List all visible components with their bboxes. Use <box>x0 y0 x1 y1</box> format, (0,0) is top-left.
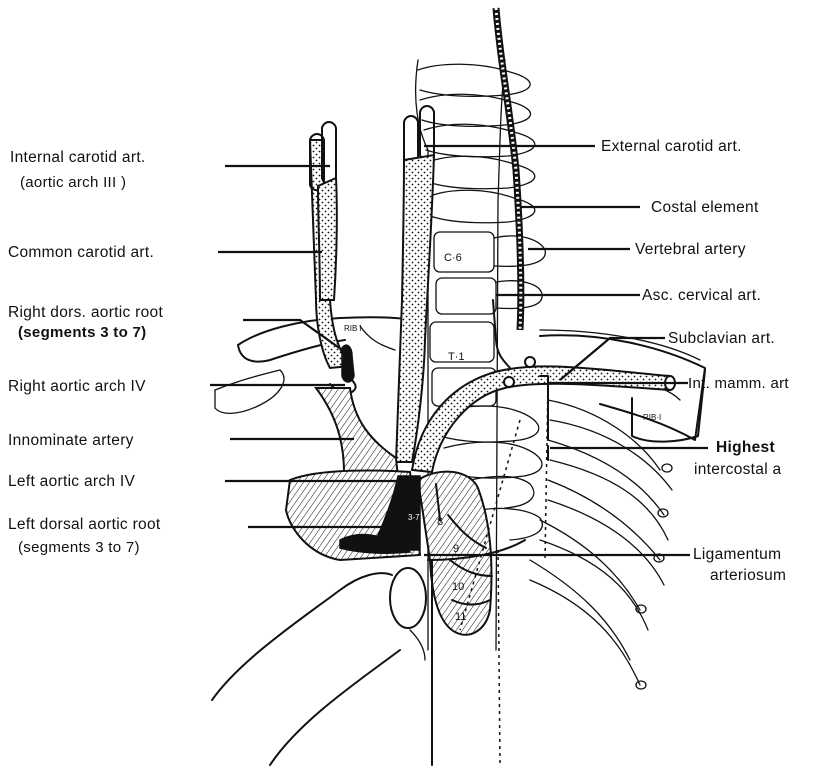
label-left-aortic-arch: Left aortic arch IV <box>8 473 136 490</box>
rib-1-left-label: RIB I <box>344 324 362 333</box>
segment-3-7-label: 3-7 <box>408 513 420 522</box>
label-right-dors-root-sub: (segments 3 to 7) <box>18 324 146 341</box>
label-int-mamm: Int. mamm. art <box>688 375 789 392</box>
label-highest-intercostal-sub: intercostal a <box>694 461 782 478</box>
label-vertebral-artery: Vertebral artery <box>635 241 746 258</box>
label-ligamentum: Ligamentum <box>693 546 781 563</box>
segment-11-label: 11 <box>455 611 466 623</box>
segment-9-label: 9 <box>453 543 459 555</box>
label-internal-carotid: Internal carotid art. <box>10 149 146 166</box>
label-right-aortic-arch: Right aortic arch IV <box>8 378 146 395</box>
segment-8-label: 8 <box>437 516 443 528</box>
label-asc-cervical: Asc. cervical art. <box>642 287 761 304</box>
label-external-carotid: External carotid art. <box>601 138 742 155</box>
label-common-carotid: Common carotid art. <box>8 244 154 261</box>
label-right-dors-root: Right dors. aortic root <box>8 304 163 321</box>
label-left-dorsal-root-sub: (segments 3 to 7) <box>18 539 140 556</box>
innominate-artery <box>316 388 398 482</box>
label-internal-carotid-sub: (aortic arch III ) <box>20 174 126 191</box>
pulmonary-trunk <box>212 568 426 765</box>
segment-10-label: 10 <box>452 581 464 593</box>
label-highest-intercostal: Highest <box>716 439 775 456</box>
label-subclavian: Subclavian art. <box>668 330 775 347</box>
descending-aorta: 8 9 10 11 <box>418 472 500 765</box>
label-left-dorsal-root: Left dorsal aortic root <box>8 516 161 533</box>
vertebra-c6-label: C·6 <box>444 252 462 264</box>
label-innominate: Innominate artery <box>8 432 134 449</box>
vertebra-t1-label: T·1 <box>448 351 465 363</box>
label-ligamentum-sub: arteriosum <box>710 567 786 584</box>
label-costal-element: Costal element <box>651 199 759 216</box>
rib-1-right-label: RIB·I <box>643 413 661 422</box>
